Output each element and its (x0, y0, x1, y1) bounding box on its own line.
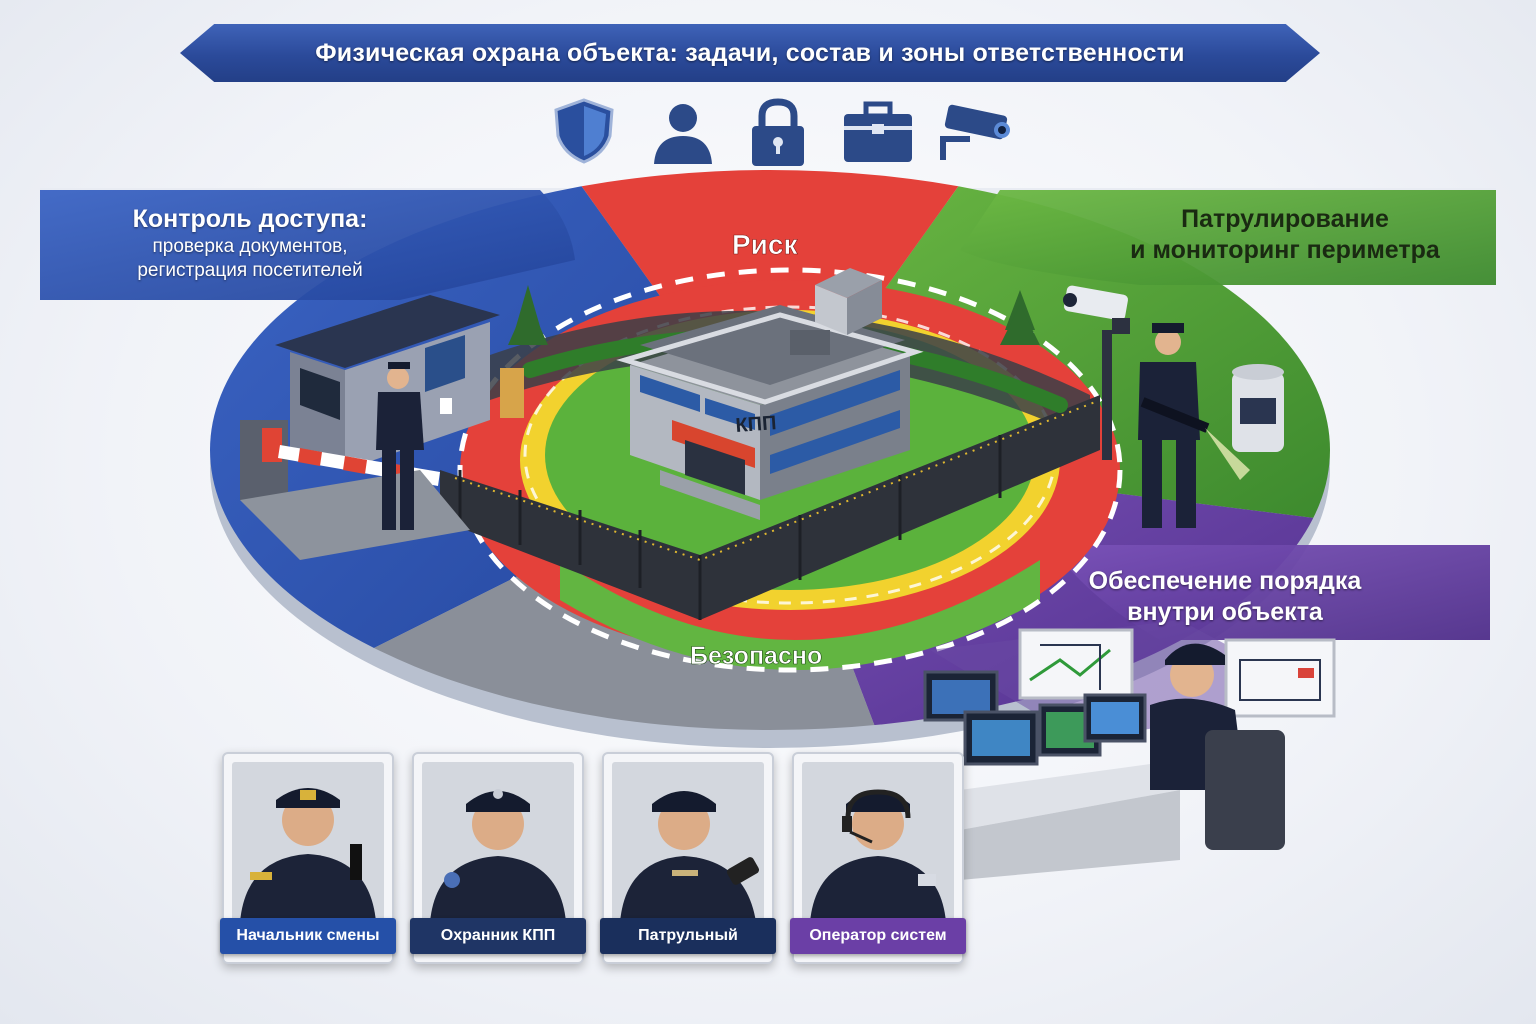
camera-icon (940, 104, 1010, 160)
patrol-guard-figure (1138, 323, 1250, 528)
staff-card: Начальник смены (220, 752, 396, 964)
staff-role-tag: Охранник КПП (410, 918, 586, 954)
safe-lower-arc (560, 560, 1040, 670)
staff-photo-checkpoint-guard (422, 762, 574, 922)
zone-patrol-line1: Патрулирование (1181, 205, 1389, 233)
zone-patrol-line2: и мониторинг периметра (1130, 236, 1440, 265)
staff-card: Оператор систем (790, 752, 966, 964)
staff-photo-patrol (612, 762, 764, 922)
icon-row (540, 96, 1020, 170)
staff-role-tag: Начальник смены (220, 918, 396, 954)
trees (508, 285, 1040, 345)
zone-access-panel (40, 190, 575, 300)
briefcase-icon (844, 101, 912, 162)
ring-label-risk: Риск (732, 229, 798, 260)
booth-guard-figure (376, 362, 452, 530)
zone-order-panel (1050, 545, 1490, 640)
staff-photo-operator (802, 762, 954, 922)
zone-order-line2: внутри объекта (1127, 598, 1323, 627)
staff-card: Охранник КПП (410, 752, 586, 964)
zone-access-line1: проверка документов, (152, 236, 348, 258)
ring-label-safe: Безопасно (690, 642, 822, 670)
staff-role-label: Оператор систем (809, 927, 947, 944)
staff-photo-shift-chief (232, 762, 384, 922)
operator-figure (1150, 643, 1285, 850)
staff-role-tag: Патрульный (600, 918, 776, 954)
lock-icon (752, 98, 804, 166)
zone-access-heading: Контроль доступа: (132, 205, 368, 233)
watchtower (815, 268, 882, 335)
staff-role-tag: Оператор систем (790, 918, 966, 954)
staff-role-label: Патрульный (638, 927, 738, 944)
staff-role-label: Начальник смены (236, 927, 380, 944)
zone-patrol-label: Патрулирование и мониторинг периметра (1100, 204, 1470, 267)
title-banner: Физическая охрана объекта: задачи, соста… (180, 24, 1320, 82)
shield-icon (554, 98, 614, 164)
person-icon (654, 104, 712, 164)
operator-room (923, 620, 1336, 880)
zone-access-label: Контроль доступа: проверка документов, р… (70, 204, 430, 283)
monitor-wall (923, 670, 1147, 766)
zone-patrol-panel (960, 190, 1496, 285)
perimeter-camera (1063, 285, 1130, 460)
zone-order-line1: Обеспечение порядка (1088, 567, 1362, 595)
staff-role-label: Охранник КПП (440, 927, 556, 944)
page-title: Физическая охрана объекта: задачи, соста… (315, 38, 1185, 67)
sensor-post (1232, 364, 1284, 452)
building-sign: КПП (735, 412, 777, 437)
staff-card: Патрульный (600, 752, 776, 964)
zone-access-line2: регистрация посетителей (137, 260, 363, 281)
zone-order-label: Обеспечение порядка внутри объекта (1060, 566, 1390, 629)
